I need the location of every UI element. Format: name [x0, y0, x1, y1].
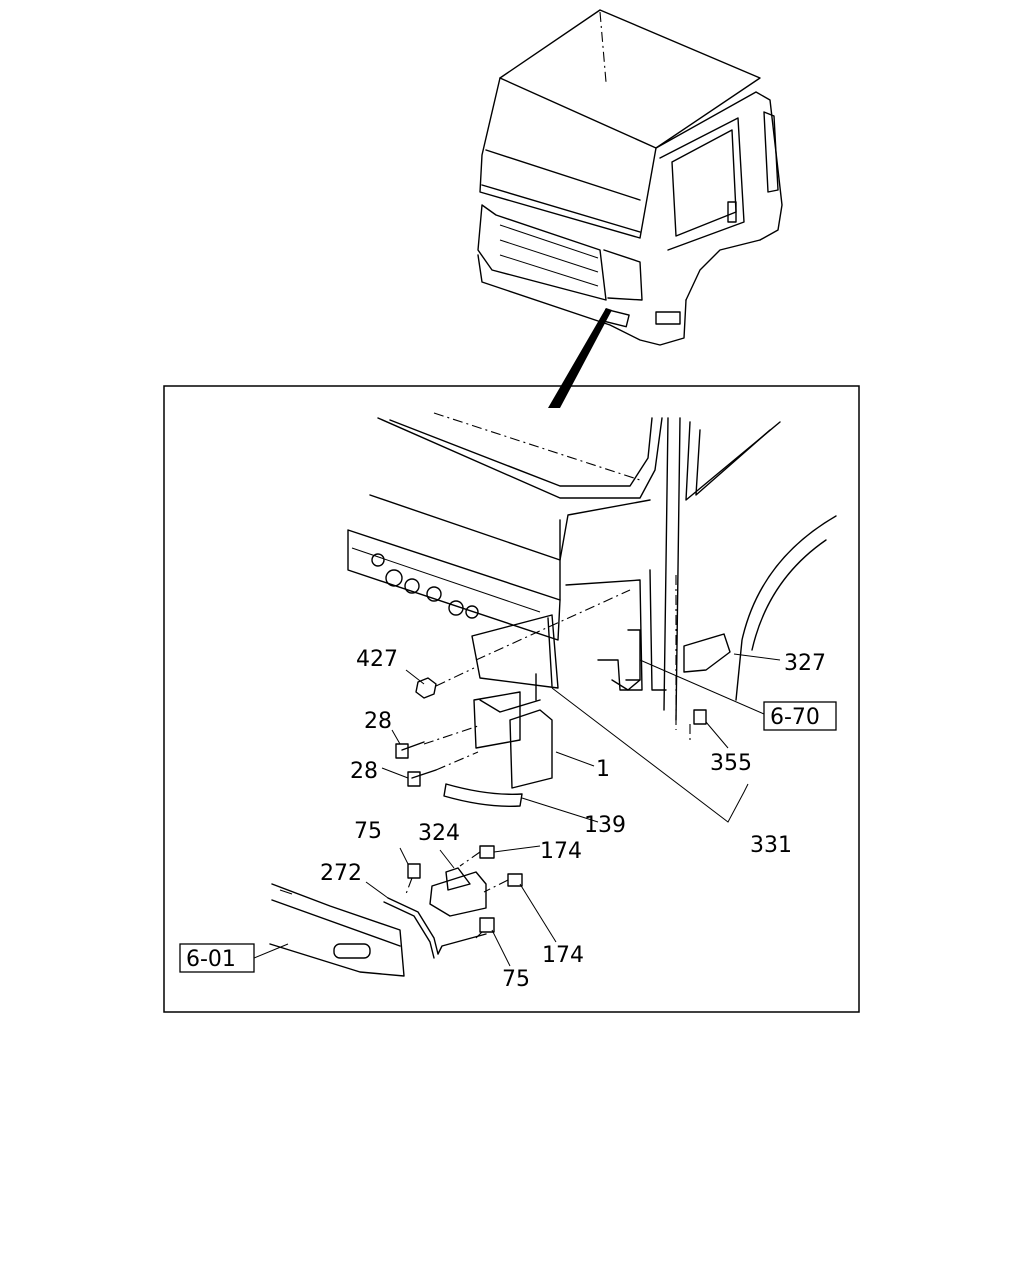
detail-cab-corner [269, 412, 837, 977]
callout-139: 139 [584, 813, 626, 838]
detail-frame [163, 385, 860, 1013]
truck-cab-overview [477, 9, 783, 408]
leader-lines [253, 653, 781, 967]
callout-174-upper: 174 [540, 839, 582, 864]
callout-28-upper: 28 [364, 709, 392, 734]
ref-box-6-01 [179, 943, 255, 973]
ref-6-70: 6-70 [770, 705, 820, 730]
callout-272: 272 [320, 861, 362, 886]
callout-327: 327 [784, 651, 826, 676]
callout-75-upper: 75 [354, 819, 382, 844]
callout-427: 427 [356, 647, 398, 672]
callout-355: 355 [710, 751, 752, 776]
callout-28-lower: 28 [350, 759, 378, 784]
callout-75-lower: 75 [502, 967, 530, 992]
callout-174-lower: 174 [542, 943, 584, 968]
callout-324: 324 [418, 821, 460, 846]
callout-labels: 427 28 28 1 139 327 6-70 355 331 75 324 … [179, 647, 837, 992]
ref-6-01: 6-01 [186, 947, 236, 972]
ref-box-6-70 [763, 701, 837, 731]
callout-1: 1 [596, 757, 610, 782]
callout-331: 331 [750, 833, 792, 858]
